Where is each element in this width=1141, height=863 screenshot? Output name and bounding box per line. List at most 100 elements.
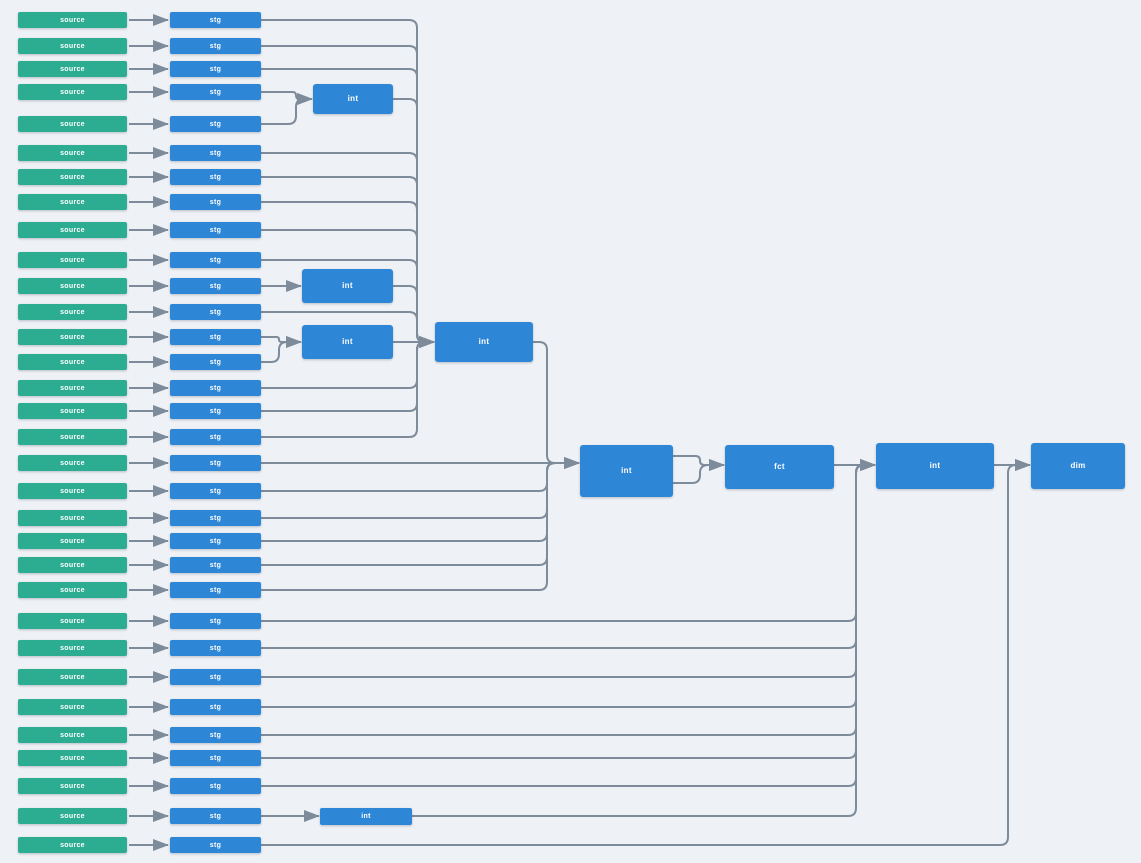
edge — [673, 455, 725, 471]
source-node-label: source — [60, 384, 85, 392]
stg-node[interactable]: stg — [170, 455, 261, 471]
stg-node[interactable]: stg — [170, 194, 261, 210]
source-node[interactable]: source — [18, 354, 127, 370]
stg-node[interactable]: stg — [170, 403, 261, 419]
edge — [261, 336, 302, 348]
source-node[interactable]: source — [18, 510, 127, 526]
stg-node[interactable]: stg — [170, 582, 261, 598]
source-node[interactable]: source — [18, 455, 127, 471]
stg-node[interactable]: stg — [170, 533, 261, 549]
stg-node[interactable]: stg — [170, 329, 261, 345]
stg-node[interactable]: stg — [170, 380, 261, 396]
stg-node-label: stg — [209, 782, 222, 790]
dim-node[interactable]: dim — [1031, 443, 1125, 489]
source-node[interactable]: source — [18, 403, 127, 419]
stg-node[interactable]: stg — [170, 750, 261, 766]
stg-node[interactable]: stg — [170, 278, 261, 294]
int-node[interactable]: int — [302, 325, 393, 359]
source-node-label: source — [60, 358, 85, 366]
stg-node[interactable]: stg — [170, 699, 261, 715]
int-node[interactable]: int — [876, 443, 994, 489]
source-node[interactable]: source — [18, 837, 127, 853]
stg-node[interactable]: stg — [170, 837, 261, 853]
stg-node[interactable]: stg — [170, 640, 261, 656]
stg-node-label: stg — [209, 384, 222, 392]
source-node[interactable]: source — [18, 169, 127, 185]
stg-node-label: stg — [209, 173, 222, 181]
source-node-label: source — [60, 537, 85, 545]
source-node[interactable]: source — [18, 380, 127, 396]
source-node[interactable]: source — [18, 669, 127, 685]
stg-node[interactable]: stg — [170, 727, 261, 743]
source-node[interactable]: source — [18, 533, 127, 549]
source-node[interactable]: source — [18, 194, 127, 210]
source-node[interactable]: source — [18, 304, 127, 320]
source-node-label: source — [60, 226, 85, 234]
int-node[interactable]: int — [435, 322, 533, 362]
source-node[interactable]: source — [18, 557, 127, 573]
int-node[interactable]: int — [580, 445, 673, 497]
stg-node[interactable]: stg — [170, 12, 261, 28]
source-node[interactable]: source — [18, 429, 127, 445]
stg-node[interactable]: stg — [170, 808, 261, 824]
source-node-label: source — [60, 120, 85, 128]
stg-node[interactable]: stg — [170, 354, 261, 370]
stg-node[interactable]: stg — [170, 429, 261, 445]
source-node[interactable]: source — [18, 778, 127, 794]
source-node[interactable]: source — [18, 727, 127, 743]
stg-node-label: stg — [209, 754, 222, 762]
source-node[interactable]: source — [18, 38, 127, 54]
stg-node[interactable]: stg — [170, 557, 261, 573]
stg-node-label: stg — [209, 812, 222, 820]
source-node[interactable]: source — [18, 329, 127, 345]
stg-node[interactable]: stg — [170, 84, 261, 100]
source-node[interactable]: source — [18, 582, 127, 598]
source-node-label: source — [60, 617, 85, 625]
source-node[interactable]: source — [18, 61, 127, 77]
source-node-label: source — [60, 198, 85, 206]
stg-node-label: stg — [209, 65, 222, 73]
source-node[interactable]: source — [18, 116, 127, 132]
int-node-label: int — [342, 337, 353, 346]
source-node[interactable]: source — [18, 252, 127, 268]
stg-node[interactable]: stg — [170, 669, 261, 685]
source-node[interactable]: source — [18, 12, 127, 28]
stg-node-label: stg — [209, 16, 222, 24]
stg-node-label: stg — [209, 731, 222, 739]
int-node[interactable]: int — [320, 808, 412, 825]
stg-node[interactable]: stg — [170, 38, 261, 54]
source-node[interactable]: source — [18, 640, 127, 656]
stg-node[interactable]: stg — [170, 304, 261, 320]
edge — [261, 459, 876, 708]
stg-node[interactable]: stg — [170, 145, 261, 161]
source-node[interactable]: source — [18, 278, 127, 294]
stg-node[interactable]: stg — [170, 483, 261, 499]
source-node[interactable]: source — [18, 613, 127, 629]
source-node-label: source — [60, 644, 85, 652]
int-node[interactable]: int — [302, 269, 393, 303]
stg-node-label: stg — [209, 226, 222, 234]
source-node[interactable]: source — [18, 699, 127, 715]
int-node[interactable]: int — [313, 84, 393, 114]
stg-node[interactable]: stg — [170, 169, 261, 185]
source-node[interactable]: source — [18, 222, 127, 238]
fct-node[interactable]: fct — [725, 445, 834, 489]
stg-node[interactable]: stg — [170, 116, 261, 132]
stg-node[interactable]: stg — [170, 61, 261, 77]
stg-node[interactable]: stg — [170, 222, 261, 238]
source-node[interactable]: source — [18, 483, 127, 499]
stg-node[interactable]: stg — [170, 510, 261, 526]
source-node[interactable]: source — [18, 750, 127, 766]
source-node-label: source — [60, 586, 85, 594]
source-node[interactable]: source — [18, 808, 127, 824]
stg-node[interactable]: stg — [170, 252, 261, 268]
source-node-label: source — [60, 731, 85, 739]
source-node[interactable]: source — [18, 84, 127, 100]
stg-node[interactable]: stg — [170, 613, 261, 629]
source-node[interactable]: source — [18, 145, 127, 161]
source-node-label: source — [60, 514, 85, 522]
source-node-label: source — [60, 703, 85, 711]
stg-node[interactable]: stg — [170, 778, 261, 794]
source-node-label: source — [60, 459, 85, 467]
